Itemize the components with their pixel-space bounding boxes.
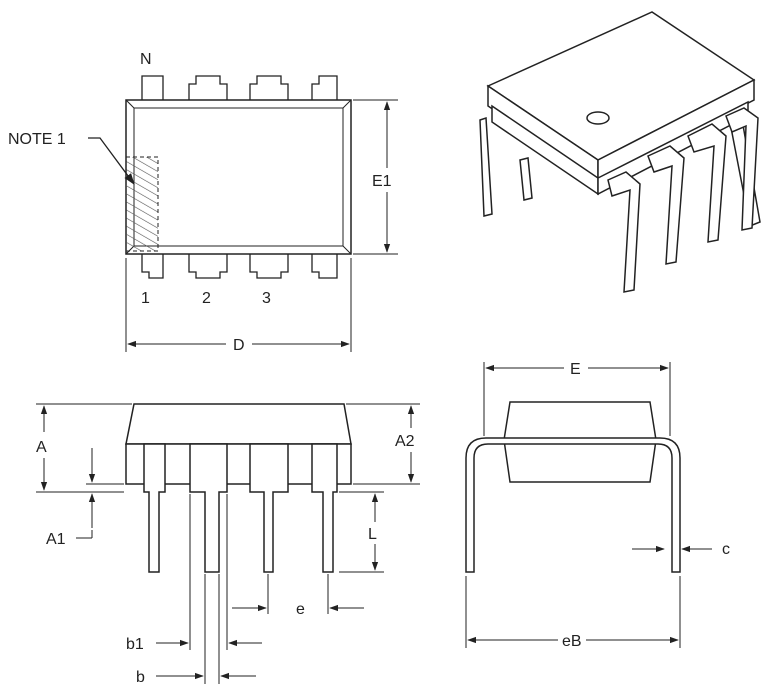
pin-3-label: 3 xyxy=(262,290,271,307)
dim-b-label: b xyxy=(136,669,145,686)
dim-c: c xyxy=(632,541,730,558)
dim-a1: A1 xyxy=(46,448,124,548)
dim-l: L xyxy=(339,491,384,573)
dim-eb: eB xyxy=(465,576,681,650)
dim-l-label: L xyxy=(368,526,377,543)
dim-e1-label: E1 xyxy=(372,173,392,190)
dim-e-width-label: E xyxy=(570,361,581,378)
dim-a1-label: A1 xyxy=(46,531,66,548)
iso-pin1-dot xyxy=(586,111,610,125)
side-view-leads xyxy=(143,443,338,573)
iso-body-side xyxy=(597,78,755,182)
side-view: A A1 A2 L xyxy=(36,403,420,686)
top-view: NOTE 1 N 1 2 3 E1 D xyxy=(8,51,398,354)
end-view: E c eB xyxy=(465,361,730,650)
dim-b1: b1 xyxy=(126,494,262,653)
note1-leader xyxy=(88,137,135,185)
iso-front-pins xyxy=(607,107,759,293)
pin-n-label: N xyxy=(140,51,152,68)
top-view-pins-bottom xyxy=(141,254,338,279)
dim-a2-label: A2 xyxy=(395,433,415,450)
dim-c-label: c xyxy=(722,541,730,558)
pin-2-label: 2 xyxy=(202,290,211,307)
dim-d: D xyxy=(125,258,352,354)
dim-e-width: E xyxy=(483,361,671,436)
top-view-body xyxy=(125,99,352,255)
dim-a-label: A xyxy=(36,439,47,456)
dim-e-pitch-label: e xyxy=(296,601,305,618)
top-view-pins-top xyxy=(141,75,338,100)
pin1-index-area xyxy=(125,156,159,252)
dim-e-pitch: e xyxy=(232,574,364,618)
dim-a2: A2 xyxy=(346,403,420,485)
dim-e1: E1 xyxy=(353,99,398,255)
end-view-lead xyxy=(465,437,681,573)
dim-b: b xyxy=(136,574,256,686)
isometric-view xyxy=(479,11,761,293)
dim-a: A xyxy=(36,403,132,493)
dim-b1-label: b1 xyxy=(126,636,144,653)
side-view-body-upper xyxy=(125,403,352,445)
pin-1-label: 1 xyxy=(141,290,150,307)
dim-d-label: D xyxy=(233,337,245,354)
note1-label: NOTE 1 xyxy=(8,131,66,148)
dim-eb-label: eB xyxy=(562,633,582,650)
